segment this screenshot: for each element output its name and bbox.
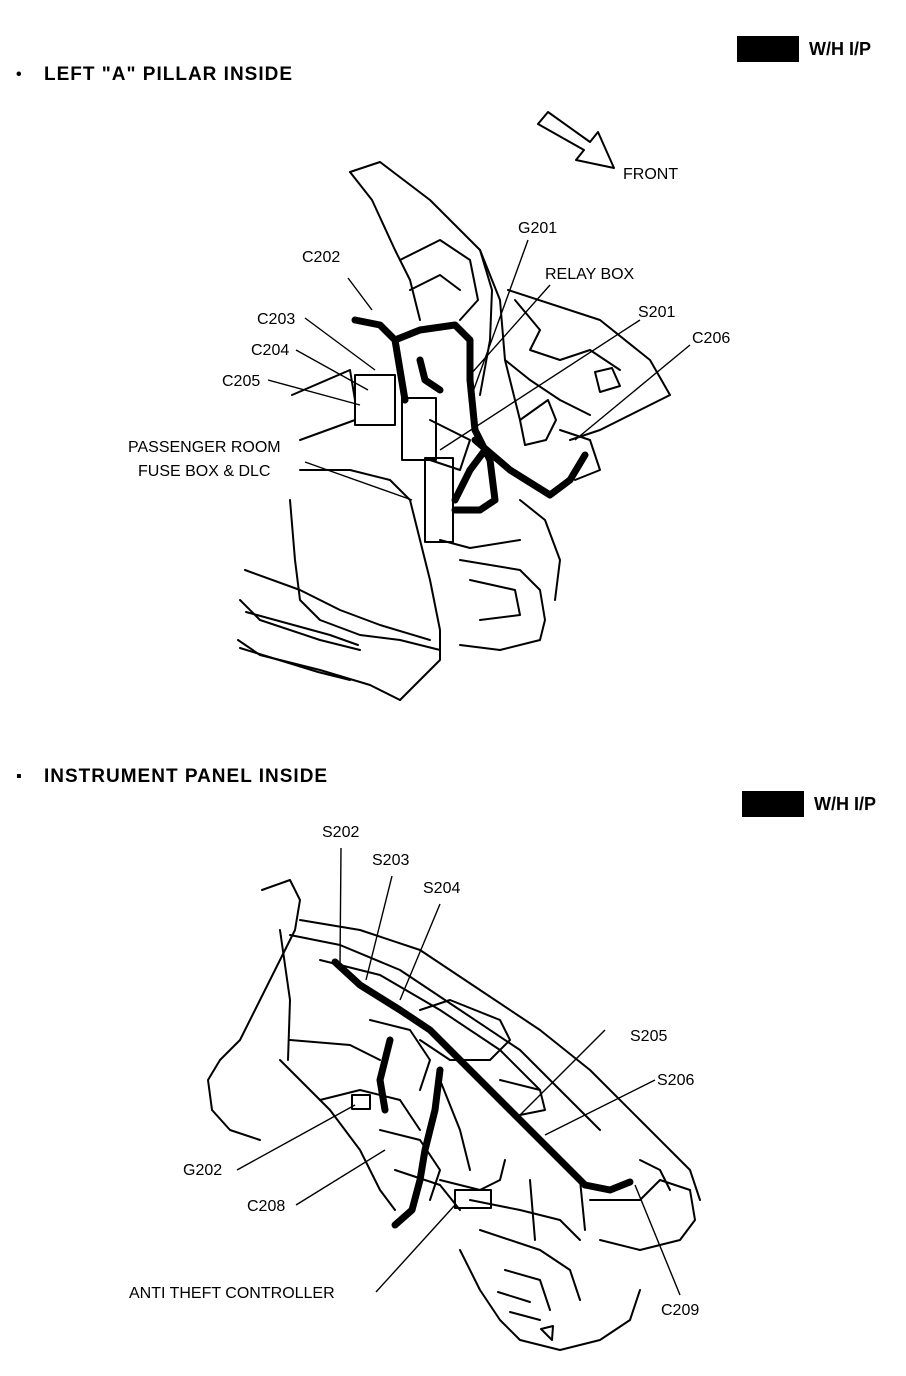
label-s203: S203	[372, 852, 410, 869]
label-fuse-box-line1: PASSENGER ROOM	[128, 439, 281, 456]
section1-bullet: •	[16, 66, 22, 83]
front-arrow-icon	[537, 111, 615, 169]
label-c202: C202	[302, 249, 341, 266]
label-front: FRONT	[623, 166, 679, 183]
label-fuse-box-line2: FUSE BOX & DLC	[138, 463, 271, 480]
badge-black-box	[742, 791, 804, 817]
section2-title: INSTRUMENT PANEL INSIDE	[44, 766, 329, 787]
section2-bullet: ▪	[16, 768, 22, 785]
label-s206: S206	[657, 1072, 695, 1089]
label-c204: C204	[251, 342, 290, 359]
label-g202: G202	[183, 1162, 223, 1179]
label-anti-theft-controller: ANTI THEFT CONTROLLER	[129, 1285, 335, 1302]
label-s204: S204	[423, 880, 461, 897]
label-relay-box: RELAY BOX	[545, 266, 635, 283]
label-c206: C206	[692, 330, 731, 347]
label-c209: C209	[661, 1302, 700, 1319]
badge-text: W/H I/P	[814, 793, 876, 814]
label-s202: S202	[322, 824, 360, 841]
label-s205: S205	[630, 1028, 668, 1045]
label-g201: G201	[518, 220, 558, 237]
label-c205: C205	[222, 373, 261, 390]
badge-text: W/H I/P	[809, 38, 871, 59]
wiring-harness-badge-bottom: W/H I/P	[742, 791, 876, 817]
wiring-harness-badge-top: W/H I/P	[737, 36, 871, 62]
label-c203: C203	[257, 311, 296, 328]
section1-title: LEFT "A" PILLAR INSIDE	[44, 64, 294, 85]
label-s201: S201	[638, 304, 676, 321]
label-c208: C208	[247, 1198, 286, 1215]
badge-black-box	[737, 36, 799, 62]
